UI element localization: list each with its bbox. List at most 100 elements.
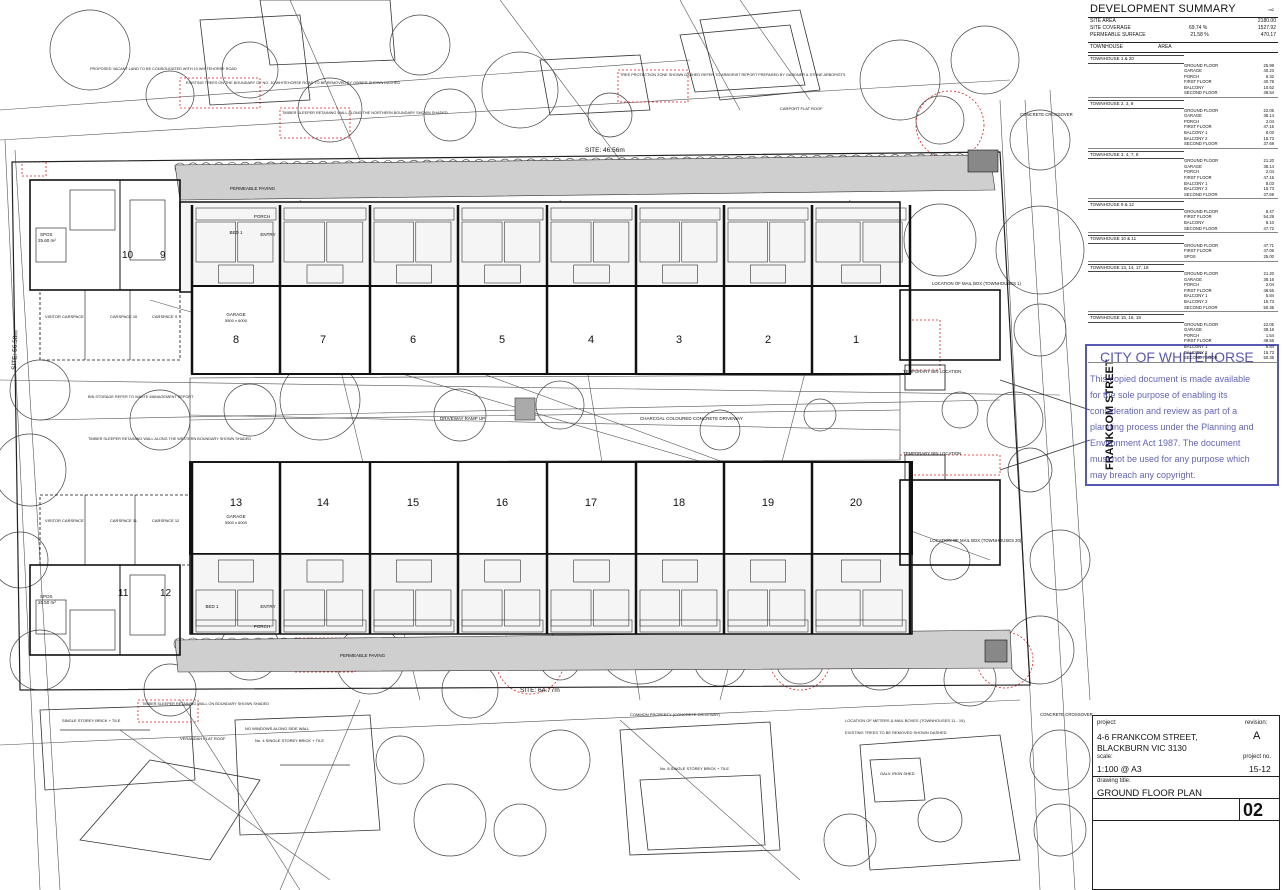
site-row-value: 1527.92 [1257, 25, 1276, 31]
scale-label: scale: [1097, 754, 1113, 760]
porch-area [195, 207, 277, 221]
summary-item-label: GROUND FLOOR [1184, 271, 1219, 277]
summary-item-label: BALCONY 2 [1184, 349, 1208, 355]
storage-area [750, 559, 786, 583]
porch-area [461, 619, 544, 633]
summary-item: BALCONY 2 15.73 [1088, 349, 1278, 357]
storage-area [662, 559, 698, 583]
stamp-line-6: must not be used for any purpose which [1090, 454, 1250, 464]
driveway-label: DRIVEWAY RAMP UP [440, 416, 485, 421]
summary-item-label: PORCH [1184, 118, 1200, 124]
summary-item: BALCONY 10.62 [1088, 84, 1278, 92]
site-row-label: SITE AREA [1090, 18, 1116, 24]
neighbour-no-windows: NO WINDOWS ALONG SIDE WALL [245, 726, 310, 731]
entry-room [503, 589, 541, 627]
visitor-carspace-south: VISITOR CARSPACE [45, 518, 84, 523]
summary-item-label: SPOS [1184, 253, 1196, 259]
summary-item-label: GROUND FLOOR [1184, 208, 1219, 214]
bedroom-room [195, 221, 236, 263]
entry-room [592, 589, 630, 627]
garage-label-south: GARAGE [226, 514, 245, 519]
storage-area [218, 264, 254, 284]
summary-item-value: 10.62 [1263, 84, 1274, 90]
bed-label-north: BED 1 [229, 230, 243, 235]
summary-item-label: BALCONY 2 [1184, 186, 1208, 192]
entry-room [769, 589, 806, 627]
entry-room [326, 221, 364, 263]
summary-item-value: 1.54 [1265, 332, 1274, 338]
summary-item-value: 47.71 [1263, 242, 1274, 248]
concrete-crossover-south: CONCRETE CROSSOVER [1040, 712, 1093, 717]
note-vacant-land: PROPOSED VACANT LAND TO BE CONSOLIDATED … [90, 67, 237, 71]
summary-item-value: 5.84 [1265, 344, 1274, 350]
garage-unit-20-number: 20 [850, 497, 862, 509]
entry-room [681, 589, 718, 627]
site-boundary [11, 151, 1031, 691]
storage-area [306, 264, 344, 284]
stamp-line-4: planning process under the Planning and [1090, 422, 1254, 432]
storage-area [662, 264, 698, 284]
summary-item-value: 22.05 [1263, 321, 1274, 327]
bedroom-room [373, 221, 414, 263]
storage-area [484, 559, 521, 583]
summary-item-label: BALCONY [1184, 84, 1205, 90]
summary-item-value: 15.73 [1263, 349, 1274, 355]
summary-item-label: FIRST FLOOR [1184, 175, 1212, 180]
summary-item-value: 47.06 [1263, 248, 1274, 254]
entry-room [237, 221, 274, 263]
summary-item-label: SECOND FLOOR [1184, 141, 1218, 147]
project-no-label: project no. [1243, 754, 1272, 760]
porch-area [639, 619, 721, 633]
garage-unit-5-number: 5 [499, 334, 505, 346]
bedroom-room [550, 589, 592, 627]
bedroom-room [727, 221, 768, 263]
summary-item-value: 2.04 [1265, 118, 1274, 124]
entry-room [592, 221, 630, 263]
title-block-divider-2 [1093, 798, 1279, 799]
summary-item-label: GROUND FLOOR [1184, 242, 1219, 248]
summary-item: PORCH 2.04 [1088, 118, 1278, 126]
garage-unit-4-number: 4 [588, 334, 594, 346]
site-south-dimension: SITE: 64.77m [520, 687, 560, 694]
summary-header-townhouse: TOWNHOUSE [1090, 44, 1123, 50]
project-no-value: 15-12 [1249, 764, 1271, 774]
summary-item-value: 8.10 [1265, 220, 1274, 226]
summary-item-label: BALCONY 1 [1184, 180, 1208, 186]
summary-item-value: 2.04 [1265, 169, 1274, 175]
summary-item-value: 37.69 [1263, 141, 1274, 147]
summary-item-value: 38.14 [1263, 163, 1274, 169]
site-row-label: SITE COVERAGE [1090, 25, 1131, 31]
title-block-divider-1 [1093, 776, 1279, 777]
summary-item-value: 50.35 [1263, 304, 1274, 310]
summary-item-value: 15.73 [1263, 299, 1274, 304]
plan-labels: 8 7 6 5 4 3 2 1 13 14 15 16 17 18 19 20 … [11, 67, 1116, 776]
summary-group-name: TOWNHOUSE 15, 16, 19 [1088, 314, 1184, 323]
garage-unit-13-number: 13 [230, 497, 242, 509]
project-label: project: [1097, 720, 1117, 726]
bedroom-room [815, 221, 861, 263]
note-trees-removed: EXISTING TREES TO BE REMOVED SHOWN DASHE… [845, 730, 947, 735]
drawing-title-label: drawing title: [1097, 778, 1131, 784]
summary-item-label: FIRST FLOOR [1184, 287, 1212, 293]
bedroom-room [639, 221, 680, 263]
bedroom-room [283, 589, 325, 627]
